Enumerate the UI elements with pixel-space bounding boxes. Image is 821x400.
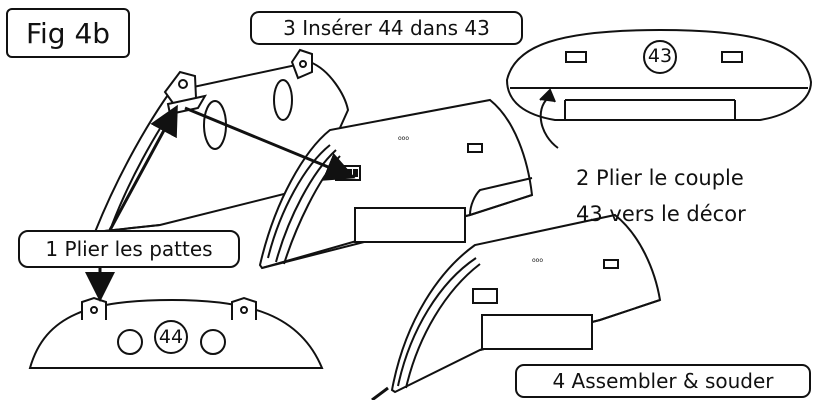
step-2-line1: 2 Plier le couple bbox=[576, 166, 744, 190]
svg-text:ooo: ooo bbox=[532, 257, 543, 264]
part-44-number: 44 bbox=[158, 326, 184, 348]
arrow-label-to-tab bbox=[108, 104, 178, 231]
svg-text:ooo: ooo bbox=[398, 135, 409, 142]
figure-label: Fig 4b bbox=[6, 8, 130, 58]
arrow-assemble bbox=[371, 386, 389, 400]
step-2-line2: 43 vers le décor bbox=[576, 202, 746, 226]
step-4-label: 4 Assembler & souder bbox=[515, 364, 811, 398]
part-44-flat-view bbox=[28, 296, 324, 369]
step-3-label: 3 Insérer 44 dans 43 bbox=[250, 11, 523, 45]
part-43-number: 43 bbox=[647, 45, 673, 67]
assembled-part: ooo bbox=[390, 213, 662, 394]
arrows bbox=[85, 104, 389, 400]
step-1-label: 1 Plier les pattes bbox=[18, 230, 240, 268]
part-43-front-view bbox=[505, 28, 813, 149]
step-2-label: 2 Plier le couple 43 vers le décor bbox=[576, 151, 812, 241]
arrow-tab-to-part43 bbox=[184, 106, 356, 181]
